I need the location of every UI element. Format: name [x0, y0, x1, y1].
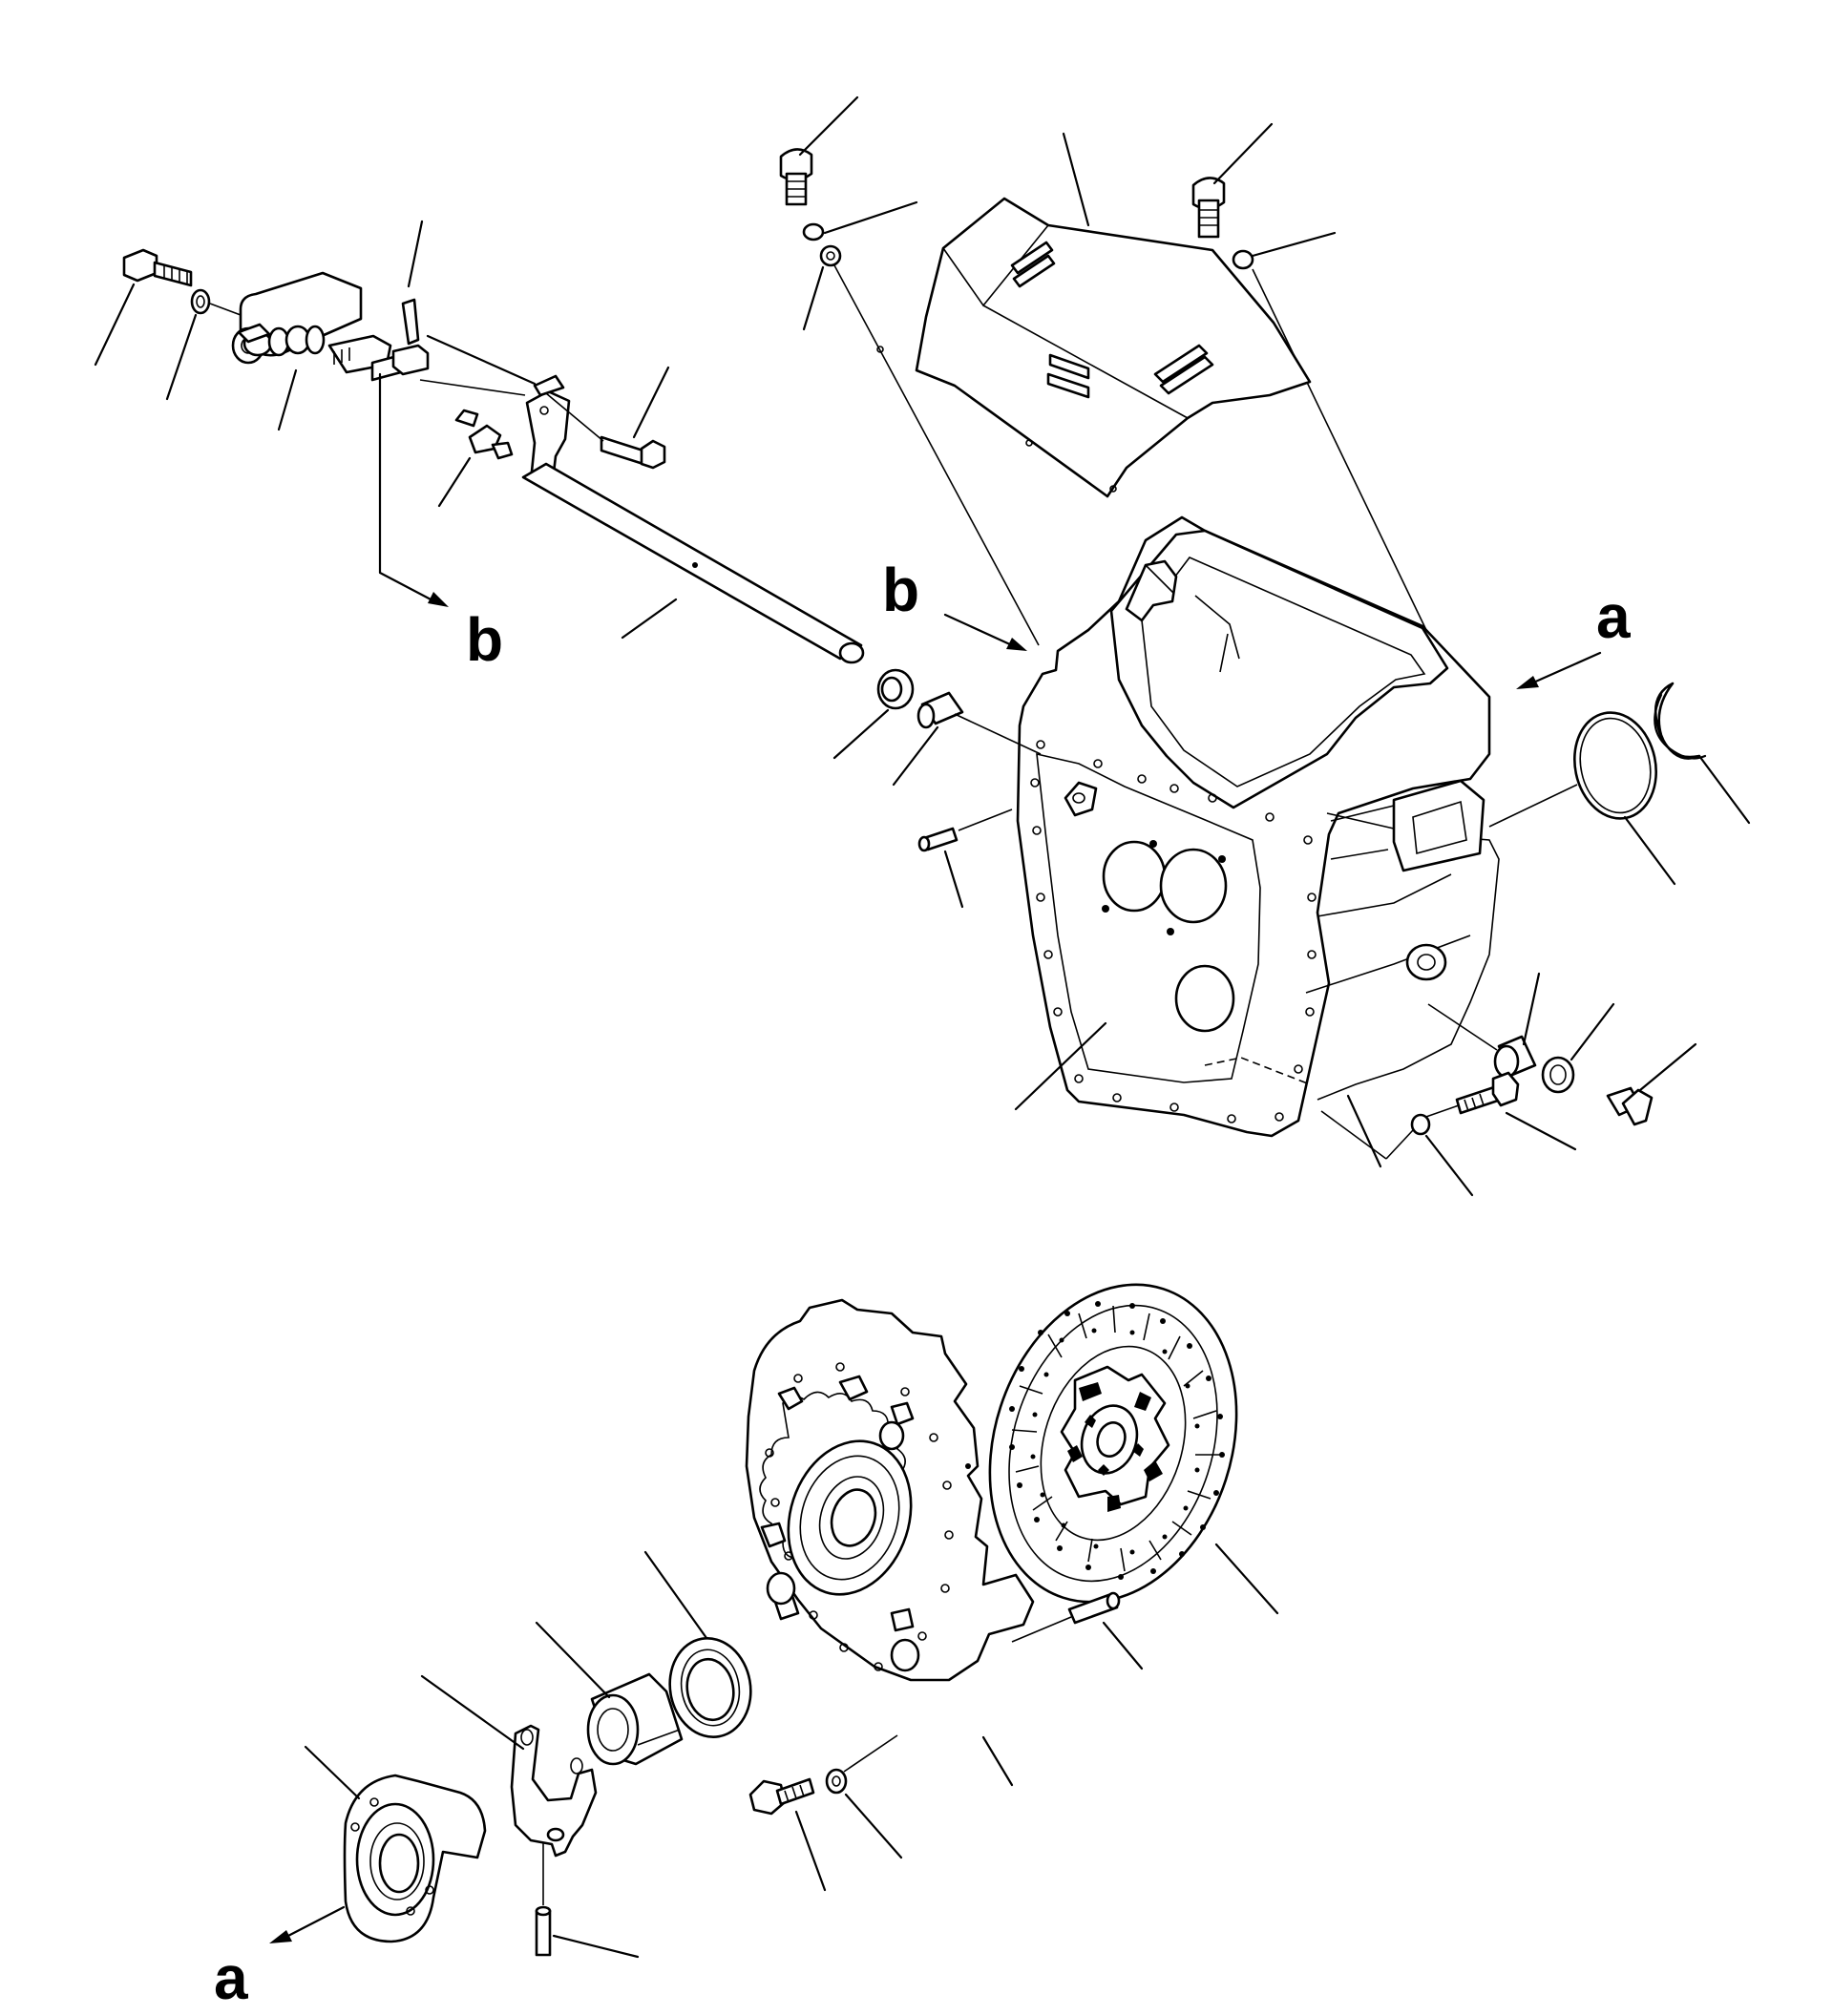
dowel-pin-left [917, 808, 1013, 909]
pressure-plate [745, 1298, 1035, 1787]
cylinder-bolt [94, 248, 193, 367]
cover-bolt-right [1191, 122, 1274, 239]
oil-seal [832, 668, 915, 760]
disc-friction-rivets [1009, 1301, 1225, 1580]
ref-label-b-upper-left: b [466, 605, 503, 674]
plate-washer [825, 1734, 903, 1859]
housing-bolt [1420, 1071, 1577, 1151]
o-ring [1488, 711, 1676, 886]
ref-arrow-b-left [378, 372, 449, 607]
release-bearing [535, 1621, 684, 1766]
ref-arrow-a-right [1516, 651, 1602, 689]
bearing-carrier [304, 1745, 487, 1943]
clutch-cylinder [231, 271, 430, 431]
cross-shaft-assembly [401, 220, 865, 664]
cover-washer-left [802, 244, 1040, 646]
shaft-bolt [545, 366, 670, 470]
ref-arrow-a-lower-left [269, 1905, 346, 1943]
seal-ring-right [1541, 1002, 1615, 1094]
bushing [892, 691, 1042, 787]
plate-bolt [748, 1777, 827, 1892]
clutch-disc [988, 1283, 1279, 1615]
cover-washer-right [1232, 231, 1450, 679]
pin [535, 1842, 640, 1959]
ref-label-a-lower-left: a [214, 1943, 248, 2012]
snap-ring [1654, 682, 1751, 825]
plug [1427, 972, 1541, 1079]
clutch-housing [1014, 515, 1500, 1168]
release-fork [420, 1674, 598, 1858]
clutch-cylinder-assembly: b [94, 248, 503, 674]
cover-plate [876, 132, 1312, 498]
cylinder-washer [165, 288, 211, 401]
lock-washer-left [802, 200, 918, 242]
ref-label-a-right: a [1596, 582, 1631, 651]
grease-fitting [437, 409, 514, 508]
elbow-fitting [1606, 1042, 1697, 1126]
ref-label-b-center: b [882, 556, 919, 624]
housing-flange-holes [1030, 740, 1317, 1124]
cross-shaft [521, 462, 865, 664]
pilot-pin [1011, 1591, 1144, 1670]
cover-plate-assembly [779, 95, 1450, 679]
seal-ring-lower [643, 1550, 752, 1739]
cover-bolt-left [779, 95, 859, 206]
fork-lever [525, 374, 571, 491]
ref-arrow-b-center [943, 613, 1027, 651]
housing-washer [1320, 1110, 1474, 1197]
